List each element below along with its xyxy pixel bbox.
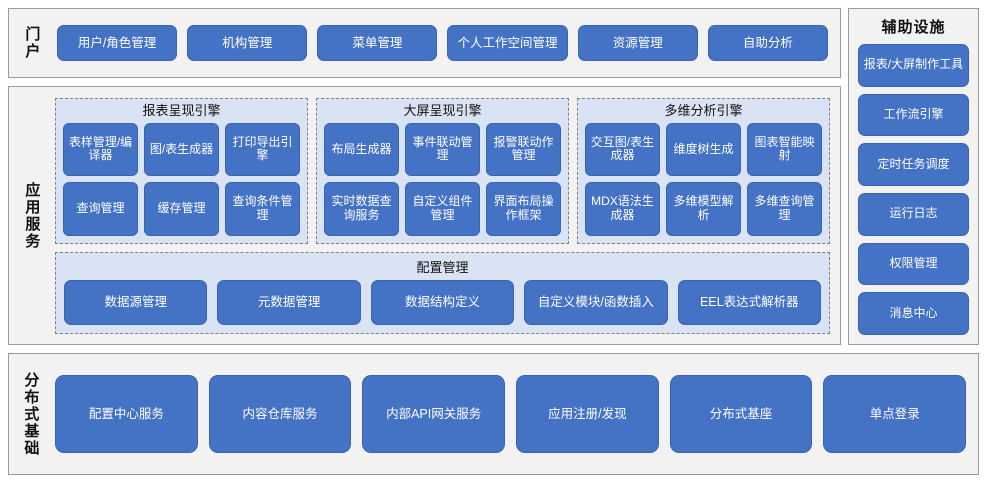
engine-report-rendering-title: 报表呈现引擎 bbox=[142, 102, 221, 118]
portal-item-user-role[interactable]: 用户/角色管理 bbox=[57, 25, 178, 61]
aux-facilities-title: 辅助设施 bbox=[881, 19, 946, 36]
engine1-item-cache-management[interactable]: 缓存管理 bbox=[143, 182, 219, 236]
aux-facilities-section: 辅助设施 报表/大屏制作工具 工作流引擎 定时任务调度 运行日志 权限管理 消息… bbox=[847, 8, 979, 345]
dist-item-app-registry[interactable]: 应用注册/发现 bbox=[516, 375, 659, 453]
portal-item-self-service[interactable]: 自助分析 bbox=[707, 25, 828, 61]
engine1-item-query-management[interactable]: 查询管理 bbox=[63, 182, 138, 236]
engine1-item-print-export[interactable]: 打印导出引擎 bbox=[224, 122, 300, 177]
engine3-item-dimension-tree[interactable]: 维度树生成 bbox=[665, 122, 741, 177]
engine2-item-alarm-action[interactable]: 报警联动作管理 bbox=[485, 122, 561, 177]
upper-region: 门户 用户/角色管理 机构管理 菜单管理 个人工作空间管理 资源管理 自助分析 … bbox=[8, 8, 979, 345]
dist-item-api-gateway[interactable]: 内部API网关服务 bbox=[362, 375, 506, 453]
aux-item-permission[interactable]: 权限管理 bbox=[857, 242, 969, 286]
distributed-base-label-text: 分布式基础 bbox=[22, 371, 40, 457]
portal-item-resource[interactable]: 资源管理 bbox=[577, 25, 698, 61]
engine1-item-template-compiler[interactable]: 表样管理/编译器 bbox=[63, 122, 138, 177]
engine1-item-chart-table-generator[interactable]: 图/表生成器 bbox=[143, 122, 219, 177]
distributed-base-section: 分布式基础 配置中心服务 内容仓库服务 内部API网关服务 应用注册/发现 分布… bbox=[8, 353, 979, 475]
portal-section-label: 门户 bbox=[9, 9, 53, 77]
config-item-eel-parser[interactable]: EEL表达式解析器 bbox=[677, 279, 821, 325]
engine3-item-mdx-generator[interactable]: MDX语法生成器 bbox=[584, 182, 660, 236]
application-services-label-text: 应用服务 bbox=[23, 181, 41, 250]
aux-facilities-items: 报表/大屏制作工具 工作流引擎 定时任务调度 运行日志 权限管理 消息中心 bbox=[857, 44, 969, 336]
engine-report-rendering: 报表呈现引擎 表样管理/编译器 图/表生成器 打印导出引擎 查询管理 缓存管理 … bbox=[55, 97, 308, 244]
dist-item-distributed-foundation[interactable]: 分布式基座 bbox=[669, 375, 813, 453]
engine1-item-query-condition[interactable]: 查询条件管理 bbox=[224, 182, 300, 236]
engine-bigscreen-rendering-items: 布局生成器 事件联动管理 报警联动作管理 实时数据查询服务 自定义组件管理 界面… bbox=[323, 122, 561, 236]
config-item-datasource[interactable]: 数据源管理 bbox=[64, 279, 208, 325]
engine-bigscreen-rendering-title: 大屏呈现引擎 bbox=[403, 102, 482, 118]
engine2-item-ui-layout-framework[interactable]: 界面布局操作框架 bbox=[485, 182, 561, 236]
portal-item-workspace[interactable]: 个人工作空间管理 bbox=[447, 25, 568, 61]
aux-item-workflow-engine[interactable]: 工作流引擎 bbox=[857, 93, 969, 137]
aux-item-report-bigscreen-tool[interactable]: 报表/大屏制作工具 bbox=[857, 44, 969, 87]
portal-item-org[interactable]: 机构管理 bbox=[187, 25, 308, 61]
distributed-base-label: 分布式基础 bbox=[9, 354, 51, 474]
engine-report-rendering-items: 表样管理/编译器 图/表生成器 打印导出引擎 查询管理 缓存管理 查询条件管理 bbox=[63, 122, 300, 236]
left-column: 门户 用户/角色管理 机构管理 菜单管理 个人工作空间管理 资源管理 自助分析 … bbox=[8, 8, 841, 345]
config-item-metadata[interactable]: 元数据管理 bbox=[217, 279, 361, 325]
portal-items: 用户/角色管理 机构管理 菜单管理 个人工作空间管理 资源管理 自助分析 bbox=[53, 9, 840, 77]
portal-section: 门户 用户/角色管理 机构管理 菜单管理 个人工作空间管理 资源管理 自助分析 bbox=[8, 8, 841, 78]
engine3-item-query-management[interactable]: 多维查询管理 bbox=[746, 182, 822, 236]
engine2-item-custom-component[interactable]: 自定义组件管理 bbox=[404, 182, 480, 236]
portal-label-text: 门户 bbox=[23, 26, 41, 60]
application-services-body: 报表呈现引擎 表样管理/编译器 图/表生成器 打印导出引擎 查询管理 缓存管理 … bbox=[53, 87, 840, 344]
distributed-base-items: 配置中心服务 内容仓库服务 内部API网关服务 应用注册/发现 分布式基座 单点… bbox=[51, 354, 978, 474]
aux-item-runtime-log[interactable]: 运行日志 bbox=[857, 193, 969, 236]
config-item-custom-module[interactable]: 自定义模块/函数插入 bbox=[524, 279, 668, 325]
dist-item-sso[interactable]: 单点登录 bbox=[823, 375, 967, 453]
dist-item-content-repo[interactable]: 内容仓库服务 bbox=[208, 375, 352, 453]
engines-row: 报表呈现引擎 表样管理/编译器 图/表生成器 打印导出引擎 查询管理 缓存管理 … bbox=[55, 97, 830, 244]
engine3-item-smart-mapping[interactable]: 图表智能映射 bbox=[746, 122, 822, 177]
portal-item-menu[interactable]: 菜单管理 bbox=[317, 25, 438, 61]
config-management-items: 数据源管理 元数据管理 数据结构定义 自定义模块/函数插入 EEL表达式解析器 bbox=[64, 279, 821, 325]
engine2-item-event-linkage[interactable]: 事件联动管理 bbox=[404, 122, 480, 177]
dist-item-config-center[interactable]: 配置中心服务 bbox=[55, 375, 198, 453]
config-management-title: 配置管理 bbox=[416, 259, 469, 275]
engine2-item-layout-generator[interactable]: 布局生成器 bbox=[323, 122, 399, 177]
application-services-label: 应用服务 bbox=[9, 87, 53, 344]
engine2-item-realtime-query[interactable]: 实时数据查询服务 bbox=[323, 182, 399, 236]
aux-item-message-center[interactable]: 消息中心 bbox=[857, 292, 969, 336]
config-management-group: 配置管理 数据源管理 元数据管理 数据结构定义 自定义模块/函数插入 EEL表达… bbox=[55, 251, 830, 334]
engine-bigscreen-rendering: 大屏呈现引擎 布局生成器 事件联动管理 报警联动作管理 实时数据查询服务 自定义… bbox=[315, 97, 569, 244]
engine-multidimensional-analysis-title: 多维分析引擎 bbox=[664, 102, 743, 118]
engine-multidimensional-analysis-items: 交互图/表生成器 维度树生成 图表智能映射 MDX语法生成器 多维模型解析 多维… bbox=[584, 122, 822, 236]
engine3-item-interactive-generator[interactable]: 交互图/表生成器 bbox=[584, 122, 660, 177]
config-item-data-structure[interactable]: 数据结构定义 bbox=[370, 279, 515, 325]
application-services-section: 应用服务 报表呈现引擎 表样管理/编译器 图/表生成器 打印导出引擎 查询管理 bbox=[8, 86, 841, 345]
engine-multidimensional-analysis: 多维分析引擎 交互图/表生成器 维度树生成 图表智能映射 MDX语法生成器 多维… bbox=[576, 97, 830, 244]
aux-item-scheduled-task[interactable]: 定时任务调度 bbox=[857, 143, 969, 187]
engine3-item-model-parsing[interactable]: 多维模型解析 bbox=[665, 182, 741, 236]
